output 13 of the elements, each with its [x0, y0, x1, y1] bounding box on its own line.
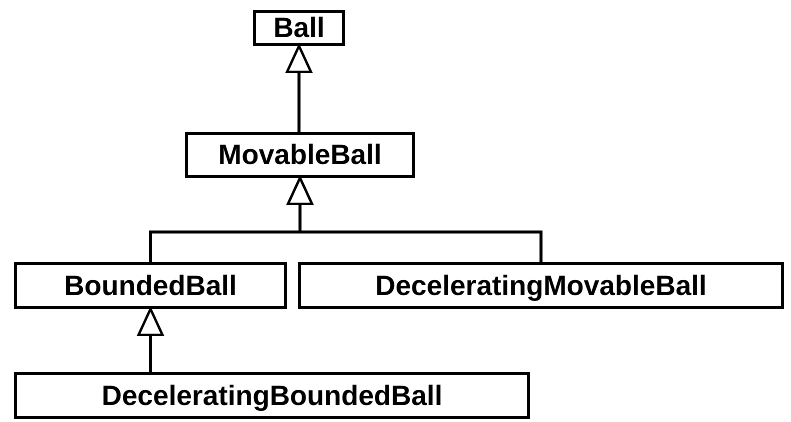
class-name: MovableBall — [218, 141, 382, 169]
class-box — [185, 132, 415, 178]
inheritance-arrow — [137, 308, 164, 372]
class-box — [298, 262, 784, 309]
inheritance-arrow — [286, 176, 542, 262]
class-name: Ball — [273, 14, 325, 42]
class-name: DeceleratingBoundedBall — [102, 382, 442, 410]
class-name: BoundedBall — [64, 272, 237, 300]
class-box — [253, 10, 345, 46]
inheritance-arrow — [286, 44, 312, 132]
class-box — [14, 372, 530, 419]
class-box — [14, 262, 287, 309]
class-name: DeceleratingMovableBall — [375, 272, 707, 300]
